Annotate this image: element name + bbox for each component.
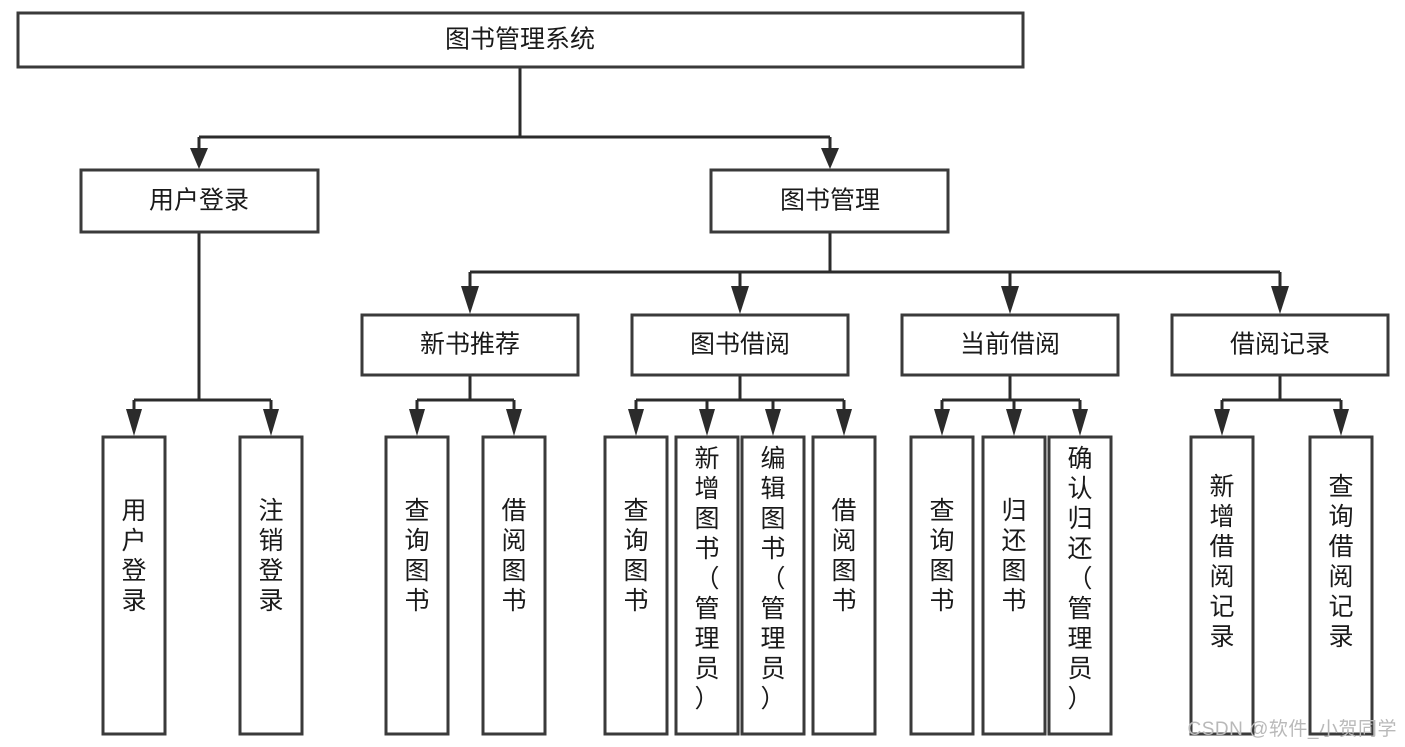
- node-leaf-query-book-2[interactable]: 查询图书: [603, 435, 669, 736]
- node-leaf-user-logout[interactable]: 注销登录: [238, 435, 304, 736]
- node-leaf-query-book-2-box[interactable]: [603, 435, 669, 736]
- connector-group-root-to-l1: [190, 67, 839, 169]
- node-new-book-recommend-label: 新书推荐: [420, 331, 520, 359]
- node-leaf-borrow-book-2[interactable]: 借阅图书: [811, 435, 877, 736]
- arrow-head-user-login: [190, 148, 208, 169]
- node-new-book-recommend[interactable]: 新书推荐: [360, 313, 580, 377]
- node-leaf-return-book[interactable]: 归还图书: [981, 435, 1047, 736]
- node-leaf-query-record[interactable]: 查询借阅记录: [1308, 435, 1374, 736]
- node-leaf-query-book-3[interactable]: 查询图书: [909, 435, 975, 736]
- node-book-borrow[interactable]: 图书借阅: [630, 313, 850, 377]
- arrow-head-leaf-borrow-book-1: [506, 409, 522, 436]
- node-leaf-user-login[interactable]: 用户登录: [101, 435, 167, 736]
- node-leaf-query-record-box[interactable]: [1308, 435, 1374, 736]
- node-leaf-add-record-label: 新增借阅记录: [1209, 473, 1234, 651]
- node-book-manage[interactable]: 图书管理: [709, 168, 950, 234]
- node-leaf-borrow-book-1-label: 借阅图书: [501, 497, 526, 615]
- node-book-borrow-label: 图书借阅: [690, 331, 790, 359]
- node-leaf-user-login-label: 用户登录: [121, 497, 146, 615]
- node-root[interactable]: 图书管理系统: [16, 11, 1025, 69]
- node-leaf-edit-book[interactable]: 编辑图书（管理员）: [740, 435, 806, 736]
- connector-group-borrow-record-to-leaves: [1214, 375, 1349, 436]
- node-leaf-user-logout-label: 注销登录: [258, 497, 283, 615]
- node-root-box[interactable]: [16, 11, 1025, 69]
- arrow-head-leaf-borrow-book-2: [836, 409, 852, 436]
- csdn-watermark: CSDN @软件_小贺同学: [1187, 719, 1397, 740]
- arrow-head-leaf-add-record: [1214, 409, 1230, 436]
- node-leaf-query-book-1-box[interactable]: [384, 435, 450, 736]
- node-current-borrow-box[interactable]: [900, 313, 1120, 377]
- arrow-head-leaf-user-logout: [263, 409, 279, 436]
- node-leaf-add-book-box[interactable]: [674, 435, 740, 736]
- node-leaf-add-book[interactable]: 新增图书（管理员）: [674, 435, 740, 736]
- node-leaf-user-logout-box[interactable]: [238, 435, 304, 736]
- connector-group-new-book-recommend-to-leaves: [409, 375, 522, 436]
- node-leaf-borrow-book-2-box[interactable]: [811, 435, 877, 736]
- arrow-head-leaf-add-book: [699, 409, 715, 436]
- node-borrow-record-box[interactable]: [1170, 313, 1390, 377]
- arrow-head-book-borrow: [731, 286, 749, 314]
- node-leaf-edit-book-label: 编辑图书（管理员）: [760, 445, 785, 713]
- arrow-head-current-borrow: [1001, 286, 1019, 314]
- arrow-head-leaf-query-book-2: [628, 409, 644, 436]
- node-leaf-query-book-3-label: 查询图书: [929, 497, 954, 615]
- node-book-manage-box[interactable]: [709, 168, 950, 234]
- node-root-label: 图书管理系统: [445, 26, 595, 54]
- node-leaf-add-record[interactable]: 新增借阅记录: [1189, 435, 1255, 736]
- arrow-head-borrow-record: [1271, 286, 1289, 314]
- node-leaf-borrow-book-2-label: 借阅图书: [831, 497, 856, 615]
- node-leaf-add-record-box[interactable]: [1189, 435, 1255, 736]
- node-leaf-add-book-label: 新增图书（管理员）: [694, 445, 719, 713]
- node-user-login-box[interactable]: [79, 168, 320, 234]
- node-leaf-query-book-2-label: 查询图书: [623, 497, 648, 615]
- node-leaf-confirm-return[interactable]: 确认归还（管理员）: [1047, 435, 1113, 736]
- node-leaf-borrow-book-1[interactable]: 借阅图书: [481, 435, 547, 736]
- arrow-head-leaf-confirm-return: [1072, 409, 1088, 436]
- connector-group-user-login-to-leaves: [126, 232, 279, 436]
- node-leaf-confirm-return-box[interactable]: [1047, 435, 1113, 736]
- node-leaf-return-book-label: 归还图书: [1001, 497, 1026, 615]
- arrow-head-book-manage: [821, 148, 839, 169]
- arrow-head-leaf-query-book-3: [934, 409, 950, 436]
- arrow-head-leaf-query-book-1: [409, 409, 425, 436]
- node-leaf-user-login-box[interactable]: [101, 435, 167, 736]
- node-user-login-label: 用户登录: [149, 187, 249, 215]
- node-leaf-return-book-box[interactable]: [981, 435, 1047, 736]
- connector-group-book-borrow-to-leaves: [628, 375, 852, 436]
- node-leaf-borrow-book-1-box[interactable]: [481, 435, 547, 736]
- node-user-login[interactable]: 用户登录: [79, 168, 320, 234]
- node-borrow-record[interactable]: 借阅记录: [1170, 313, 1390, 377]
- node-new-book-recommend-box[interactable]: [360, 313, 580, 377]
- node-leaf-confirm-return-label: 确认归还（管理员）: [1067, 445, 1092, 713]
- node-book-manage-label: 图书管理: [780, 187, 880, 215]
- node-borrow-record-label: 借阅记录: [1230, 331, 1330, 359]
- arrow-head-leaf-return-book: [1006, 409, 1022, 436]
- arrow-head-leaf-query-record: [1333, 409, 1349, 436]
- node-current-borrow-label: 当前借阅: [960, 331, 1060, 359]
- node-leaf-edit-book-box[interactable]: [740, 435, 806, 736]
- connector-group-current-borrow-to-leaves: [934, 375, 1088, 436]
- node-leaf-query-book-1-label: 查询图书: [404, 497, 429, 615]
- arrow-head-new-book-recommend: [461, 286, 479, 314]
- connector-group-book-manage-to-l2: [461, 232, 1289, 314]
- node-leaf-query-record-label: 查询借阅记录: [1328, 473, 1353, 651]
- node-current-borrow[interactable]: 当前借阅: [900, 313, 1120, 377]
- node-leaf-query-book-1[interactable]: 查询图书: [384, 435, 450, 736]
- node-book-borrow-box[interactable]: [630, 313, 850, 377]
- arrow-head-leaf-edit-book: [765, 409, 781, 436]
- node-leaf-query-book-3-box[interactable]: [909, 435, 975, 736]
- arrow-head-leaf-user-login: [126, 409, 142, 436]
